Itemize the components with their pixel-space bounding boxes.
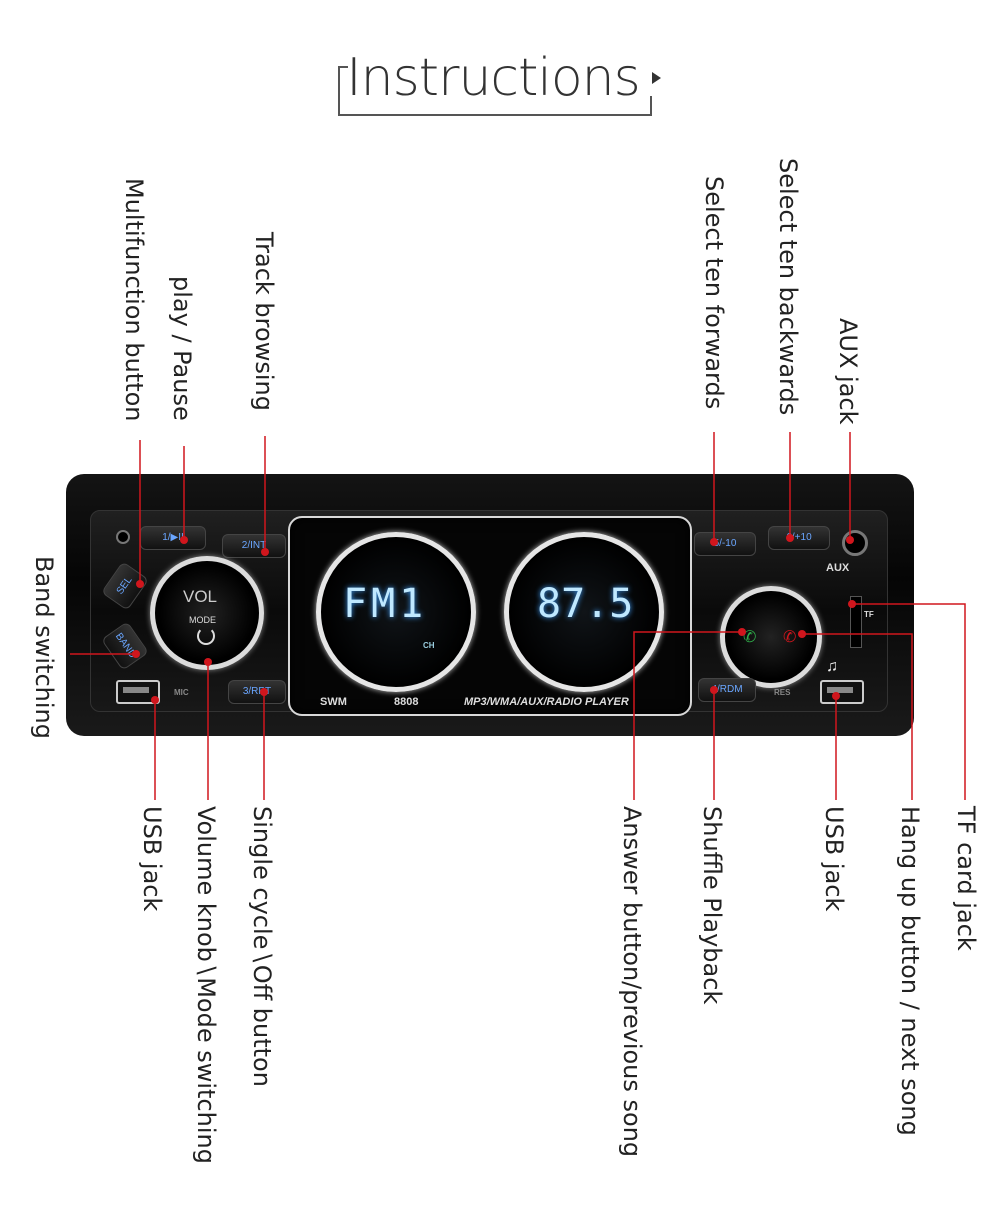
volume-knob[interactable]: VOL MODE	[150, 556, 264, 670]
display-screen: FM1 CH 87.5 SWM 8808 MP3/WMA/AUX/RADIO P…	[288, 516, 692, 716]
mic-label: MIC	[174, 688, 189, 697]
page-title: Instructions	[346, 48, 640, 108]
call-knob[interactable]: ✆ ✆	[720, 586, 822, 688]
rpt-button[interactable]: 3/RPT	[228, 680, 286, 704]
label-shuffle-playback: Shuffle Playback	[698, 806, 726, 1005]
label-play-pause: play / Pause	[168, 276, 196, 421]
label-usb-jack-left: USB jack	[138, 806, 166, 912]
aux-label: AUX	[826, 562, 850, 574]
mic-hole-icon	[116, 530, 130, 544]
label-hang-up-button: Hang up button / next song	[896, 806, 924, 1136]
hangup-phone-icon: ✆	[783, 629, 797, 646]
rdm-button[interactable]: 4/RDM	[698, 678, 756, 702]
frequency-display: 87.5	[537, 581, 634, 627]
title-bracket-left	[338, 66, 340, 116]
ch-label: CH	[423, 641, 435, 650]
title-bracket-top	[338, 66, 348, 68]
right-gauge: 87.5	[504, 532, 664, 692]
label-usb-jack-right: USB jack	[820, 806, 848, 912]
knob-mode-label: MODE	[189, 615, 216, 625]
label-aux-jack: AUX jack	[834, 318, 862, 425]
label-answer-button: Answer button/previous song	[618, 806, 646, 1158]
label-select-ten-forwards: Select ten forwards	[700, 176, 728, 410]
play-pause-button[interactable]: 1/▶II	[140, 526, 206, 550]
label-volume-knob: Volume knob∖Mode switching	[192, 806, 220, 1164]
model-label: 8808	[394, 696, 419, 708]
knob-vol-label: VOL	[183, 587, 218, 606]
minus-ten-button[interactable]: 5/-10	[694, 532, 756, 556]
band-display: FM1	[343, 581, 428, 627]
label-select-ten-backwards: Select ten backwards	[774, 158, 802, 416]
plus-ten-button[interactable]: 6/+10	[768, 526, 830, 550]
label-tf-card-jack: TF card jack	[952, 806, 980, 951]
label-band-switching: Band switching	[30, 556, 58, 739]
label-track-browsing: Track browsing	[250, 232, 278, 411]
label-single-cycle: Single cycle∖Off button	[248, 806, 276, 1087]
label-multifunction-button: Multifunction button	[120, 178, 148, 422]
answer-phone-icon: ✆	[743, 629, 757, 646]
power-icon	[197, 627, 215, 645]
left-gauge: FM1 CH	[316, 532, 476, 692]
brand-label: SWM	[320, 696, 347, 708]
tf-slot	[850, 596, 862, 648]
formats-label: MP3/WMA/AUX/RADIO PLAYER	[464, 696, 629, 708]
tf-label: TF	[864, 610, 874, 619]
title-bracket-bottom	[338, 114, 652, 116]
title-frame: Instructions	[336, 40, 666, 120]
res-label: RES	[774, 688, 791, 697]
music-note-icon: ♫	[826, 658, 838, 675]
usb-port-right	[820, 680, 864, 704]
int-button[interactable]: 2/INT	[222, 534, 286, 558]
title-arrow-icon	[652, 72, 661, 84]
title-bracket-right	[650, 96, 652, 116]
aux-jack	[842, 530, 868, 556]
